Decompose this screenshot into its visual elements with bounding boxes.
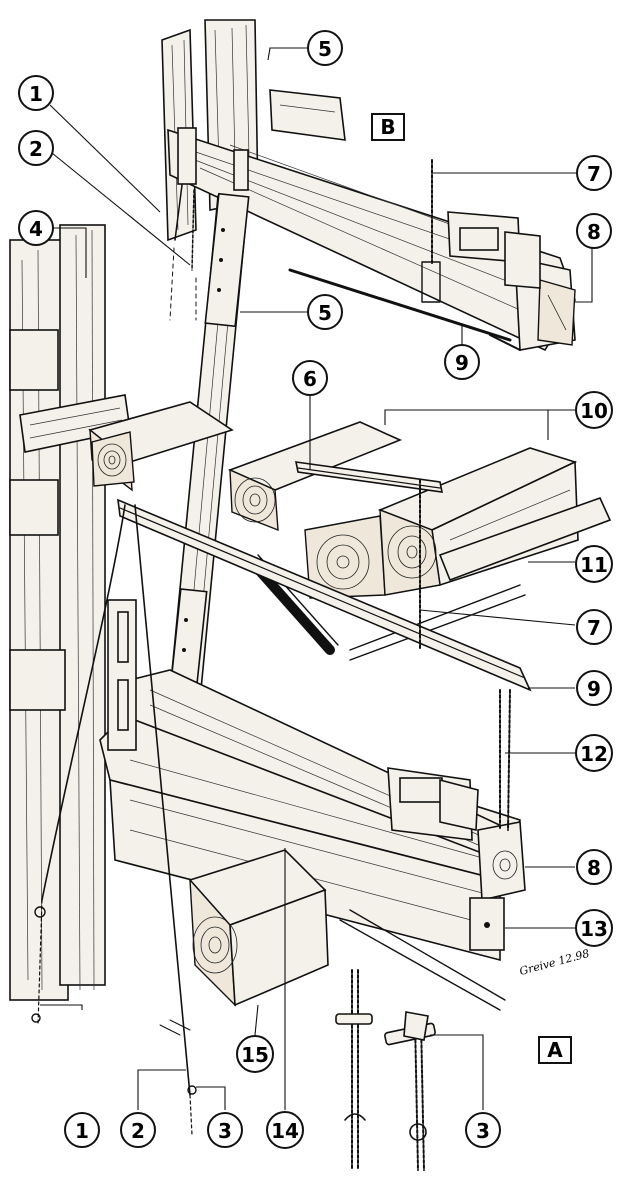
artist-signature: Greive 12.98	[518, 947, 591, 978]
callout-number: 12	[580, 742, 608, 766]
callout-circle	[18, 210, 54, 246]
callout-circle	[292, 360, 328, 396]
callout-c2-bot: 2	[120, 1112, 156, 1148]
callout-c8-mid: 8	[576, 849, 612, 885]
callout-circle	[576, 849, 612, 885]
callout-circle	[576, 213, 612, 249]
callout-number: 13	[580, 917, 608, 941]
callout-c5-top: 5	[307, 30, 343, 66]
callout-circle	[575, 909, 613, 947]
callout-circle	[266, 1111, 304, 1149]
callout-circle	[307, 294, 343, 330]
callout-c9-mid: 9	[576, 670, 612, 706]
callout-c15: 15	[236, 1035, 274, 1073]
callout-circle	[444, 344, 480, 380]
callout-number: 15	[241, 1043, 269, 1067]
callout-c4: 4	[18, 210, 54, 246]
callout-c7-top: 7	[576, 155, 612, 191]
callout-circle	[18, 130, 54, 166]
callout-c12: 12	[575, 734, 613, 772]
callout-number: 8	[587, 856, 601, 880]
callout-number: 9	[455, 351, 469, 375]
panel-b-lever-assembly	[161, 19, 576, 352]
callout-circle	[576, 155, 612, 191]
callout-number: 3	[218, 1119, 232, 1143]
callout-c13: 13	[575, 909, 613, 947]
panel-label-b: B	[371, 113, 405, 141]
callout-number: 6	[303, 367, 317, 391]
callout-circle	[465, 1112, 501, 1148]
callout-circle	[575, 391, 613, 429]
callout-number: 5	[318, 37, 332, 61]
callout-c5-mid: 5	[307, 294, 343, 330]
callout-c2-top: 2	[18, 130, 54, 166]
rope-toggle-detail	[335, 969, 436, 1171]
callout-c3-bot: 3	[207, 1112, 243, 1148]
callout-number: 8	[587, 220, 601, 244]
callout-circle	[18, 75, 54, 111]
callout-circle	[120, 1112, 156, 1148]
callout-c11: 11	[575, 545, 613, 583]
callout-c1-bot: 1	[64, 1112, 100, 1148]
connecting-pole	[168, 192, 250, 702]
panel-a-lever-assembly	[31, 479, 532, 1136]
callout-circle	[236, 1035, 274, 1073]
frame-left-wall	[9, 224, 131, 1001]
callout-number: 2	[29, 137, 43, 161]
callout-c3-right: 3	[465, 1112, 501, 1148]
callout-c9-top: 9	[444, 344, 480, 380]
callout-circle	[307, 30, 343, 66]
svg-text:A: A	[547, 1038, 563, 1062]
callout-c1-top: 1	[18, 75, 54, 111]
callout-circle	[207, 1112, 243, 1148]
callout-c8-top: 8	[576, 213, 612, 249]
callout-circle	[576, 670, 612, 706]
callout-number: 7	[587, 616, 601, 640]
callout-number: 14	[271, 1119, 299, 1143]
callout-number: 10	[580, 399, 608, 423]
callout-circle	[64, 1112, 100, 1148]
callout-c7-mid: 7	[576, 609, 612, 645]
callout-number: 3	[476, 1119, 490, 1143]
callout-number: 1	[75, 1119, 89, 1143]
callout-circle	[575, 734, 613, 772]
callout-circle	[576, 609, 612, 645]
callout-c10: 10	[575, 391, 613, 429]
callout-circle	[575, 545, 613, 583]
callout-number: 1	[29, 82, 43, 106]
callout-number: 11	[580, 553, 608, 577]
callout-number: 4	[29, 217, 43, 241]
callout-c14: 14	[266, 1111, 304, 1149]
floor-beams	[88, 401, 612, 661]
callout-number: 9	[587, 677, 601, 701]
callout-number: 5	[318, 301, 332, 325]
callout-number: 2	[131, 1119, 145, 1143]
panel-label-a: A	[538, 1036, 572, 1064]
svg-text:B: B	[380, 115, 395, 139]
callout-c6: 6	[292, 360, 328, 396]
callout-number: 7	[587, 162, 601, 186]
